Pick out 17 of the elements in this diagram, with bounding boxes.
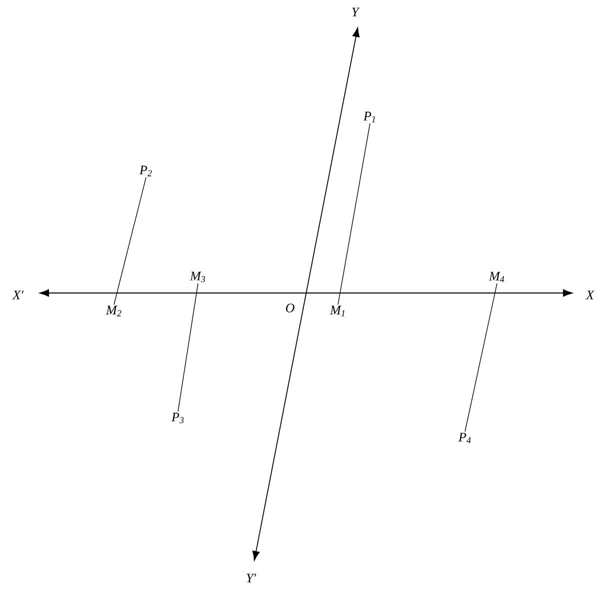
projection-line <box>338 123 370 305</box>
axis-label: O <box>286 304 294 312</box>
point-label: P$_{4}$ <box>458 432 471 444</box>
axis-label: X <box>586 290 594 300</box>
axis-label: X′ <box>12 290 24 300</box>
axis-label: Y <box>352 8 360 16</box>
projection-line <box>114 177 146 305</box>
point-label: P$_{1}$ <box>363 112 376 122</box>
axis-label: Y′ <box>246 574 256 582</box>
projection-line <box>464 283 498 432</box>
projection-line <box>178 283 198 412</box>
point-label: M$_{3}$ <box>190 272 206 282</box>
point-label: P$_{3}$ <box>171 412 184 424</box>
point-label: P$_{2}$ <box>139 166 152 176</box>
point-label: M$_{2}$ <box>106 306 122 316</box>
point-label: M$_{1}$ <box>330 306 344 316</box>
point-label: M$_{4}$ <box>488 272 504 282</box>
